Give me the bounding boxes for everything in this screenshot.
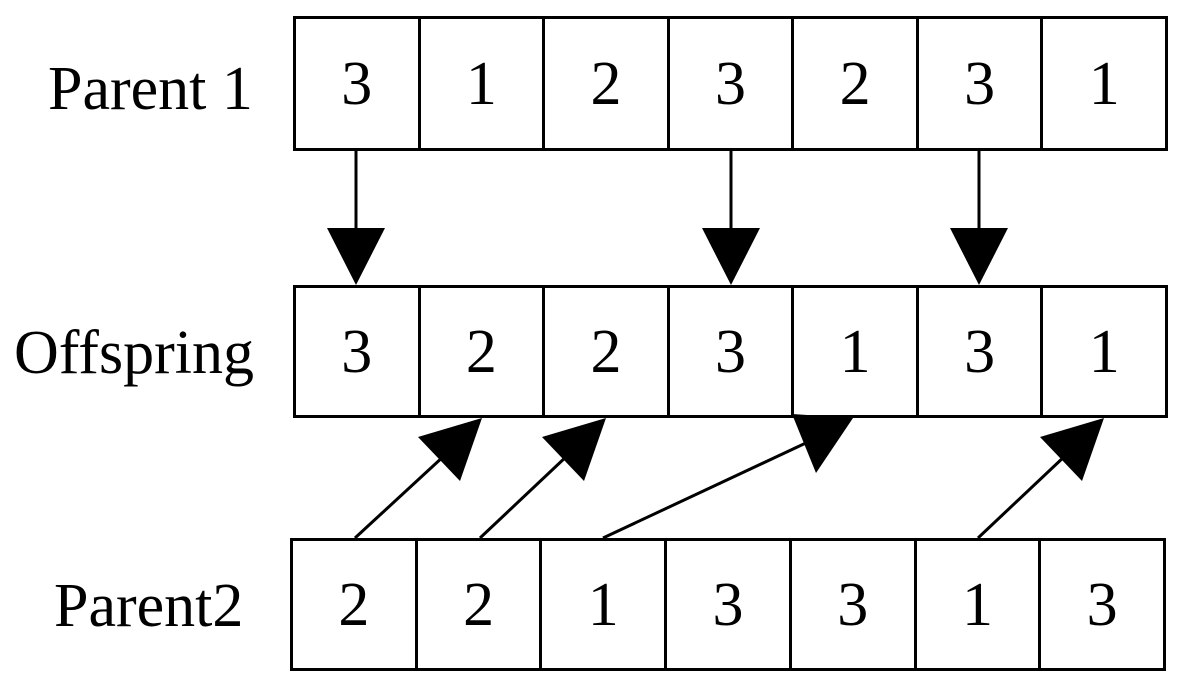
parent1-chromosome: 3 1 2 3 2 3 1 — [293, 16, 1168, 151]
parent1-gene-3: 2 — [545, 19, 670, 148]
arrow-parent1-gene1-to-offspring — [327, 151, 385, 285]
arrow-parent2-gene2-to-offspring-gene3 — [478, 418, 606, 540]
offspring-gene-3: 2 — [545, 288, 670, 415]
parent2-gene-6: 1 — [917, 541, 1042, 668]
offspring-label: Offspring — [14, 319, 254, 387]
offspring-gene-1: 3 — [296, 288, 421, 415]
parent2-gene-4: 3 — [667, 541, 792, 668]
offspring-gene-7: 1 — [1088, 317, 1120, 386]
parent1-gene-6: 3 — [919, 19, 1044, 148]
offspring-gene-4: 3 — [670, 288, 795, 415]
offspring-chromosome: 3 2 2 3 1 3 1 — [293, 285, 1168, 418]
parent2-gene-7: 3 — [1086, 570, 1118, 639]
parent1-gene-4: 3 — [670, 19, 795, 148]
offspring-gene-2: 2 — [421, 288, 546, 415]
parent1-gene-1: 3 — [296, 19, 421, 148]
parent2-gene-2: 2 — [418, 541, 543, 668]
arrow-parent2-gene6-to-offspring-gene7 — [976, 418, 1104, 540]
parent1-gene-7: 1 — [1088, 49, 1120, 118]
offspring-gene-6: 3 — [919, 288, 1044, 415]
arrow-parent1-gene6-to-offspring — [950, 151, 1008, 285]
offspring-gene-5: 1 — [794, 288, 919, 415]
arrow-parent2-gene1-to-offspring-gene2 — [353, 418, 482, 540]
parent2-chromosome: 2 2 1 3 3 1 3 — [290, 538, 1166, 671]
parent1-gene-5: 2 — [794, 19, 919, 148]
parent2-label: Parent2 — [54, 572, 244, 640]
parent2-gene-3: 1 — [542, 541, 668, 668]
parent2-gene-1: 2 — [293, 541, 418, 668]
arrow-parent1-gene4-to-offspring — [702, 151, 760, 285]
parent1-gene-2: 1 — [421, 19, 546, 148]
parent1-label: Parent 1 — [48, 55, 253, 123]
parent2-gene-5: 3 — [792, 541, 917, 668]
arrow-parent2-gene3-to-offspring-gene5 — [602, 414, 853, 540]
